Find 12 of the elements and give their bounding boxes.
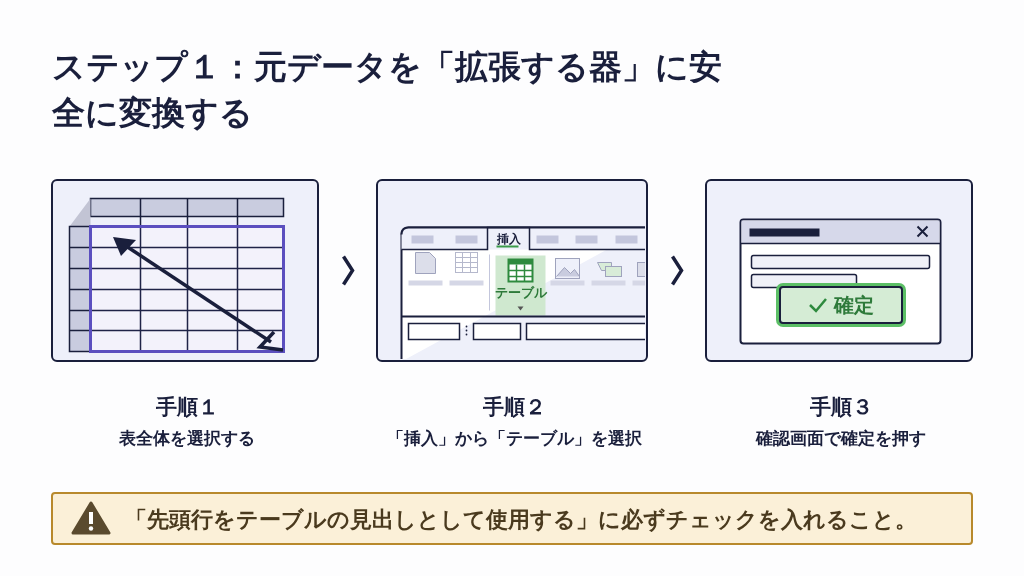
warning-banner	[51, 492, 973, 545]
step-description: 「挿入」から「テーブル」を選択	[385, 427, 643, 450]
step-description: 表全体を選択する	[118, 427, 256, 450]
step-heading: 手順１	[154, 394, 220, 421]
confirm-button: 確定	[779, 286, 903, 324]
step-description: 確認画面で確定を押す	[754, 427, 927, 450]
step-heading: 手順３	[808, 394, 874, 421]
tab-label: 挿入	[496, 231, 522, 248]
button-label: テーブル	[494, 284, 548, 302]
step-heading: 手順２	[481, 394, 547, 421]
warning-text: 「先頭行をテーブルの見出しとして使用する」に必ずチェックを入れること。	[125, 506, 917, 534]
title: ステップ１：元データを「拡張する器」に安全に変換する	[52, 46, 723, 134]
